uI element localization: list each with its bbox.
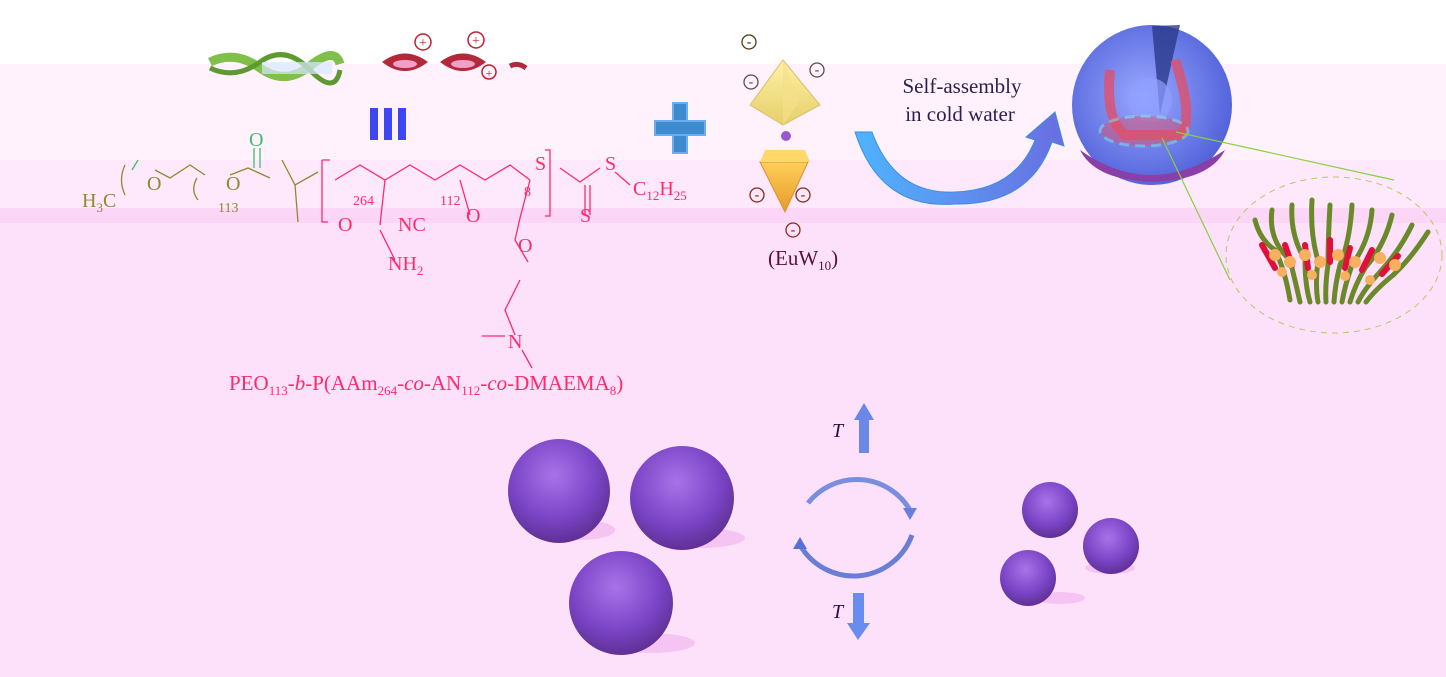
zoom-lines <box>1161 131 1395 281</box>
small-nanoparticles <box>1000 482 1139 606</box>
positive-charge: + <box>486 66 493 80</box>
self-assembly-label: Self-assembly <box>903 74 1022 98</box>
amine-nh2: NH2 <box>388 253 423 278</box>
large-nanoparticles <box>508 439 745 655</box>
zoom-circle <box>1225 176 1443 334</box>
thermal-cycle: T T <box>793 403 917 640</box>
bg-band-3 <box>0 160 1446 208</box>
cationic-bead: + + <box>440 31 497 80</box>
cycle-arrow-top <box>806 477 913 512</box>
sulfur-1: S <box>535 153 546 175</box>
dodecyl-label: C12H25 <box>633 178 687 203</box>
euw10-polyoxometalate: - - - - - - (EuW10) <box>741 34 838 273</box>
equivalence-icon <box>370 108 406 140</box>
polymer-formula-label: PEO113-b-P(AAm264-co-AN112-co-DMAEMA8) <box>229 371 623 398</box>
carbonyl-oxygen: O <box>249 129 263 151</box>
amide-oxygen: O <box>338 214 352 236</box>
bg-band-4 <box>0 208 1446 223</box>
temperature-up-arrow <box>859 418 869 453</box>
an-repeat-count: 112 <box>440 194 460 209</box>
micelle-cutaway <box>1072 25 1232 185</box>
ester-oxygen: O <box>226 173 240 195</box>
sulfur-2: S <box>605 153 616 175</box>
temperature-down-label: T <box>832 601 845 623</box>
dmaema-carbonyl-oxygen: O <box>466 205 480 227</box>
negative-charge: - <box>747 35 752 50</box>
sulfur-3: S <box>580 205 591 227</box>
ether-oxygen: O <box>147 173 161 195</box>
polymer-structure: H3C O 113 O O 264 112 8 S S S C12H25 O N… <box>82 129 687 369</box>
positive-charge: + <box>472 34 480 49</box>
negative-charge: - <box>749 75 754 90</box>
h3c-label: H3C <box>82 190 116 215</box>
temperature-down-arrow <box>853 593 864 625</box>
corona-chains <box>1252 197 1431 305</box>
plus-icon <box>654 102 706 154</box>
positive-charge: + <box>419 36 427 51</box>
negative-charge: - <box>815 63 820 78</box>
dmaema-repeat-count: 8 <box>524 185 531 200</box>
negative-charge: - <box>791 223 796 238</box>
negative-charge: - <box>755 188 760 203</box>
negative-charge: - <box>801 188 806 203</box>
self-assembly-arrow <box>854 111 1065 205</box>
cold-water-label: in cold water <box>905 102 1015 126</box>
nitrile-label: NC <box>398 214 426 236</box>
cationic-bead: + <box>382 33 432 71</box>
temperature-up-label: T <box>832 420 845 442</box>
dmaema-ester-oxygen: O <box>518 235 532 257</box>
bg-band-top <box>0 0 1446 64</box>
peo-repeat-count: 113 <box>218 201 238 216</box>
aam-repeat-count: 264 <box>353 194 374 209</box>
polymer-ribbon-graphic: + + + <box>208 31 528 86</box>
cycle-arrow-bottom <box>797 534 915 579</box>
dmaema-nitrogen: N <box>508 331 522 353</box>
euw10-label: (EuW10) <box>768 246 838 273</box>
